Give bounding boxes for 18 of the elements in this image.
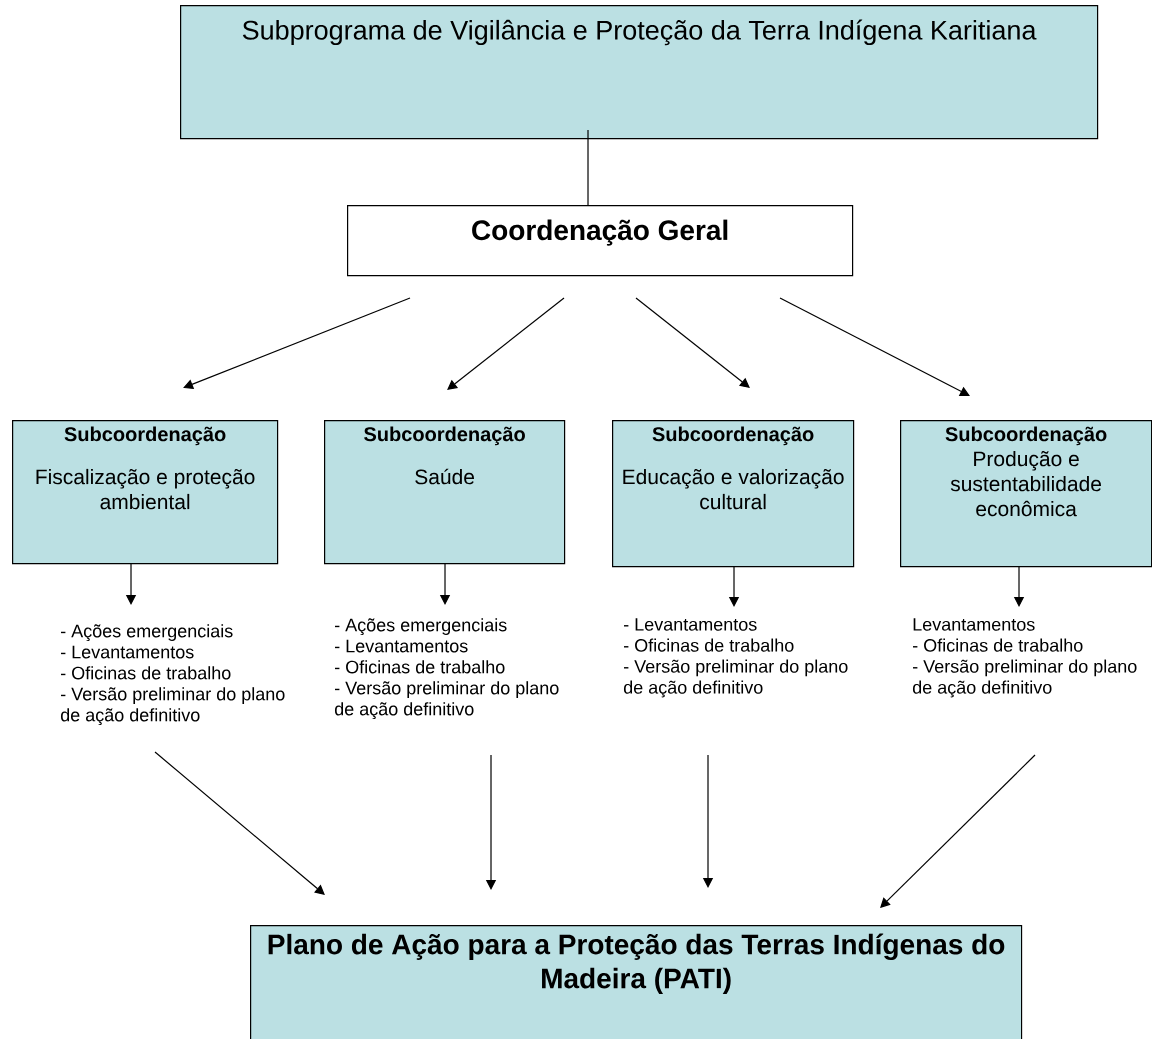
activity-list: - Levantamentos - Oficinas de trabalho - Versão preliminar do plano de ação definitivo [623,618,848,698]
subcoordination-box: Subcoordenação Produção e sustentabilidade econômica [900,420,1152,568]
arrow [779,297,970,396]
arrow [154,751,325,895]
arrow [635,297,750,388]
plan-box: Plano de Ação para a Proteção das Terras Indígenas do Madeira (PATI) [250,925,1023,1039]
subcoordination-box: Subcoordenação Saúde [324,420,566,565]
coordination-box: Coordenação Geral [347,205,854,277]
subcoordination-box: Subcoordenação Educação e valorização cultural [612,420,855,568]
activity-list: Levantamentos - Oficinas de trabalho - Versão preliminar do plano de ação definitivo [912,618,1137,698]
arrow [880,754,1036,908]
activity-list: - Ações emergenciais - Levantamentos - Oficinas de trabalho - Versão preliminar do plano de ação definitivo [60,624,285,726]
arrow [183,297,411,390]
arrow [447,297,565,390]
activity-list: - Ações emergenciais - Levantamentos - Oficinas de trabalho - Versão preliminar do plano de ação definitivo [334,618,559,720]
connector-line [587,129,589,206]
title-box: Subprograma de Vigilância e Proteção da Terra Indígena Karitiana [180,5,1099,140]
subcoordination-box: Subcoordenação Fiscalização e proteção ambiental [12,420,279,565]
